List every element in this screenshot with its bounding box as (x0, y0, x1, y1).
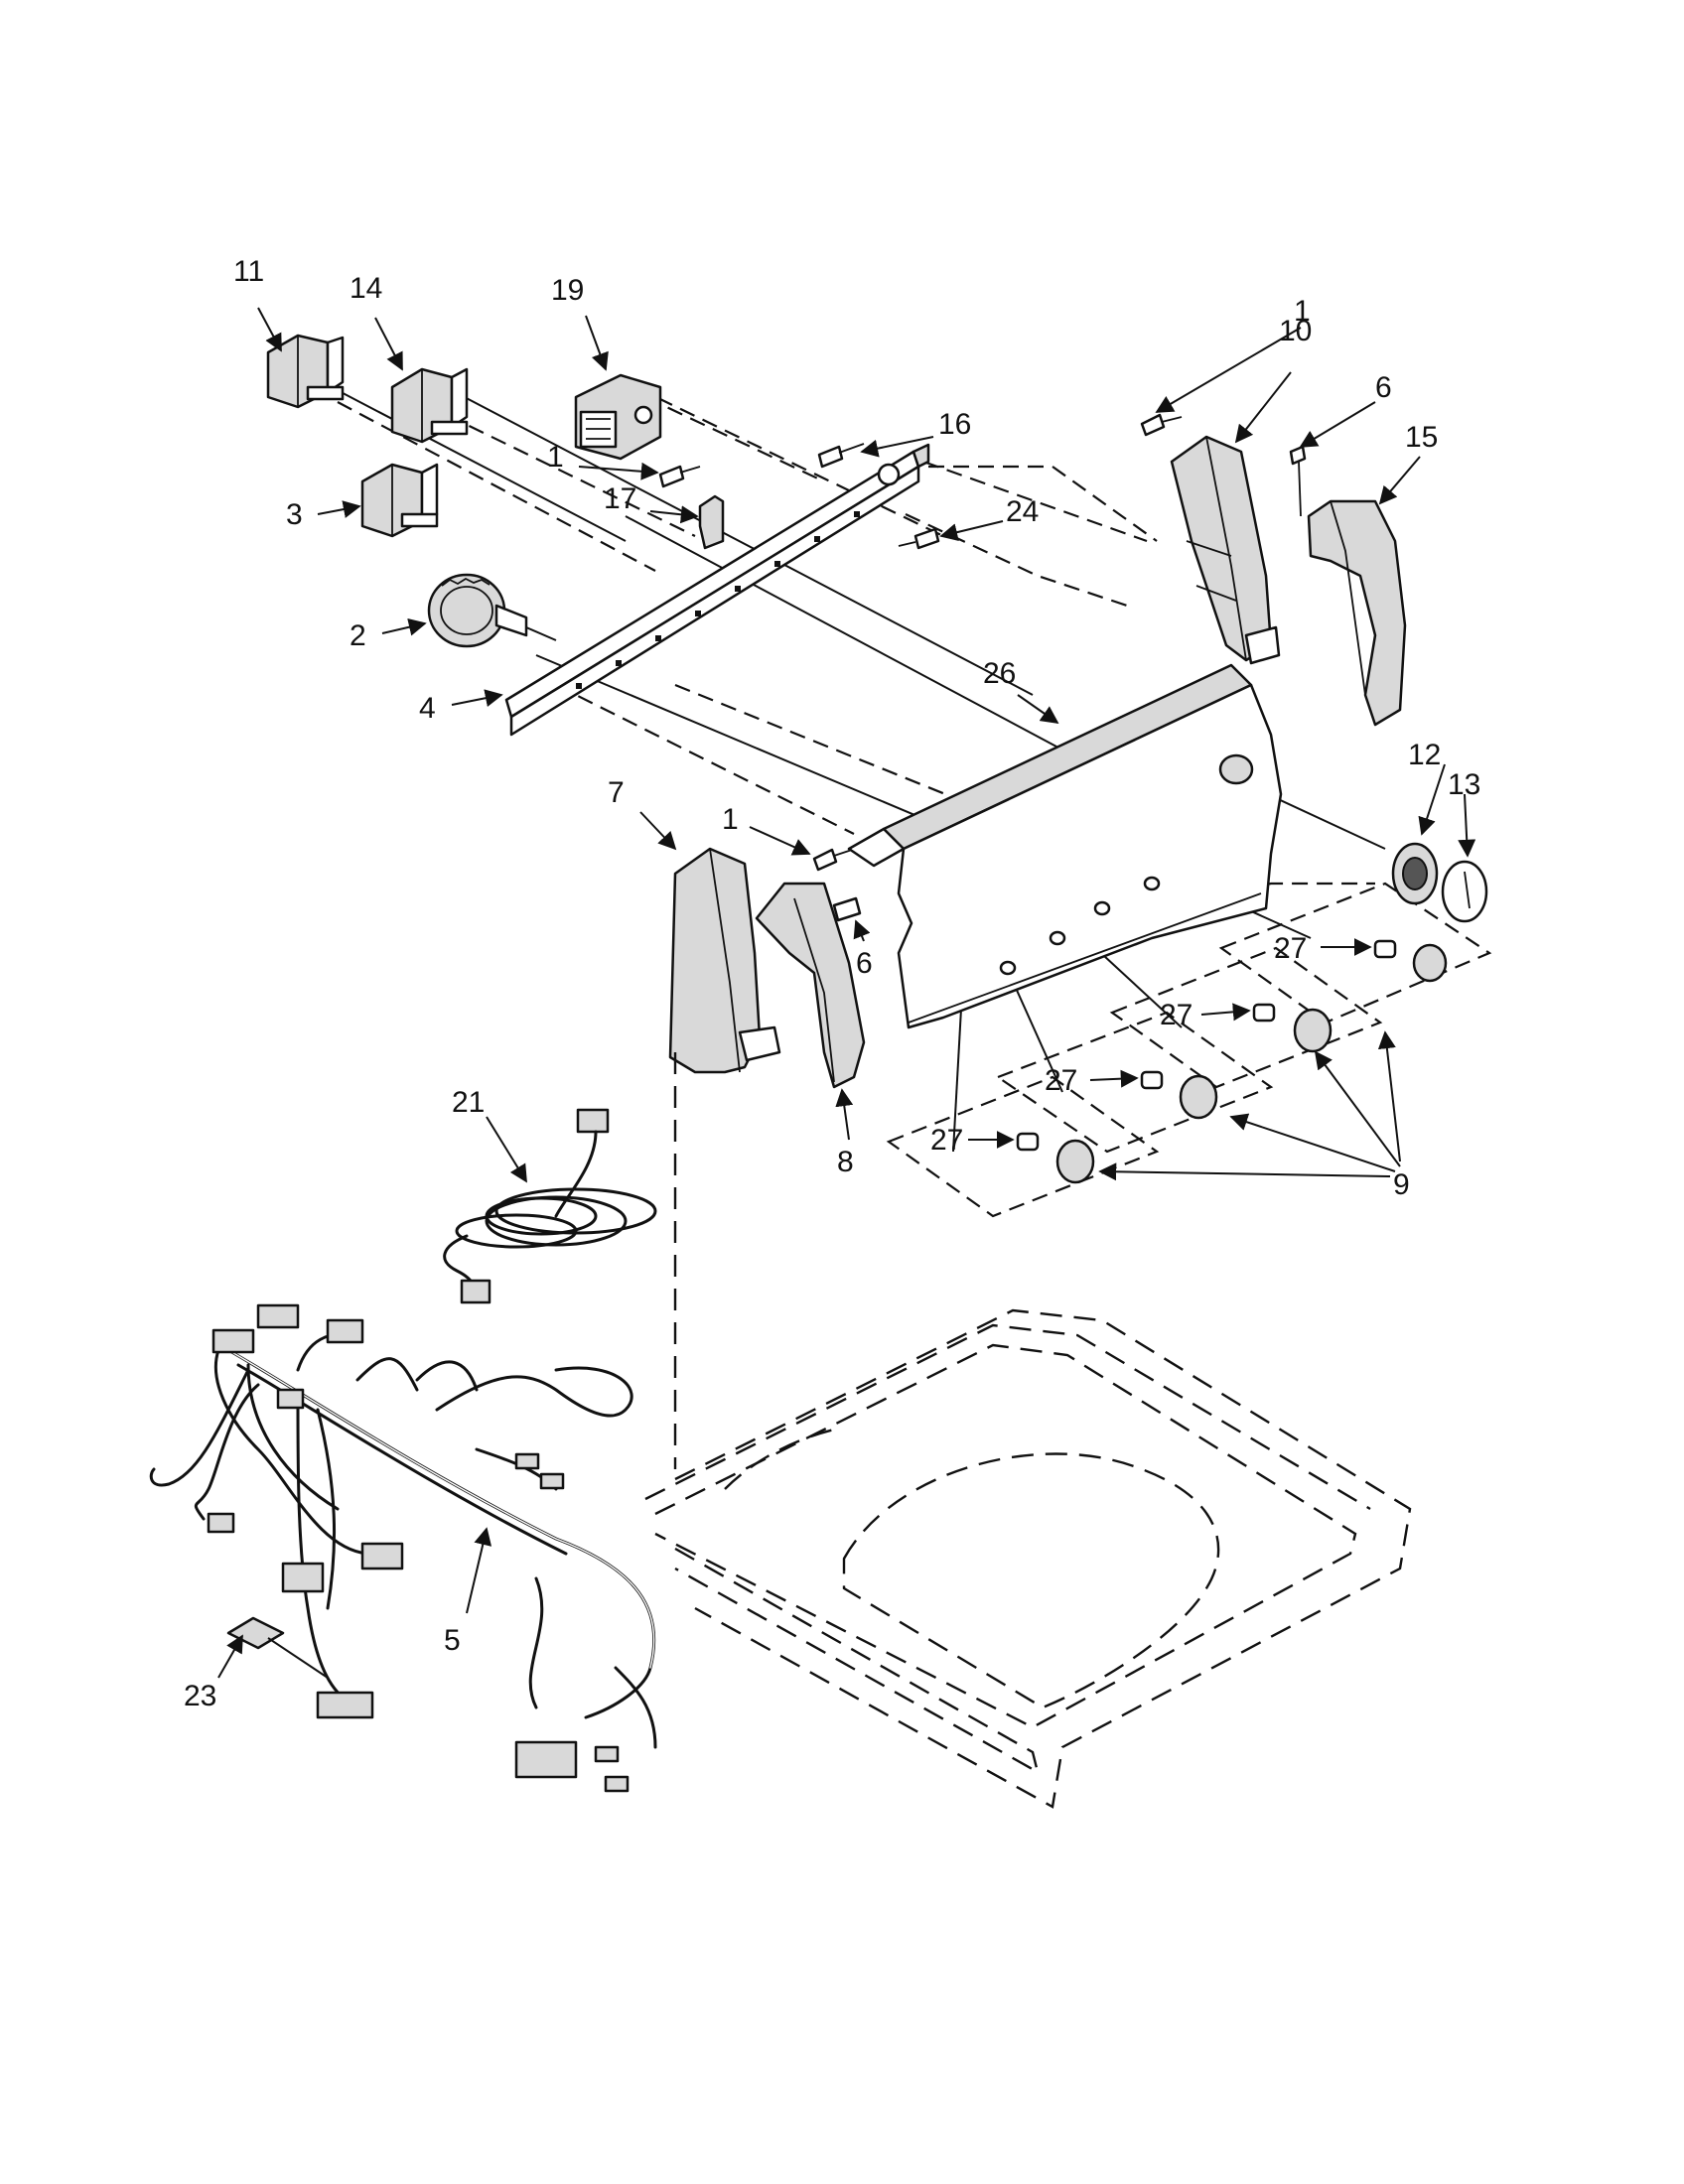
callout-10: 10 (1279, 315, 1312, 347)
part-7-endcap (668, 847, 781, 1074)
callout-1: 1 (722, 803, 739, 836)
callout-12: 12 (1408, 739, 1441, 771)
callout-19: 19 (551, 274, 584, 307)
part-1-screw-right (1140, 413, 1183, 437)
part-27-9-knobs (1016, 939, 1448, 1184)
leader-arrows (217, 307, 1476, 1679)
callout-9: 9 (1393, 1168, 1410, 1201)
part-4-bracket (504, 443, 930, 737)
part-24-screw (898, 527, 940, 550)
callout-1: 1 (1294, 295, 1311, 328)
callout-27: 27 (1274, 932, 1307, 965)
part-1-screw-left (812, 848, 853, 872)
callout-17: 17 (604, 482, 636, 515)
callout-7: 7 (608, 776, 625, 809)
callout-27: 27 (930, 1124, 963, 1157)
part-6-screw-left (832, 896, 862, 922)
part-2-rotary (427, 573, 557, 648)
cabinet-top-phantom (644, 1052, 1412, 1809)
callout-3: 3 (286, 498, 303, 531)
callout-5: 5 (444, 1624, 461, 1657)
callout-26: 26 (983, 657, 1016, 690)
part-12-bezel (1391, 842, 1439, 905)
part-15-cover (1307, 499, 1407, 727)
callout-15: 15 (1405, 421, 1438, 454)
callout-21: 21 (452, 1086, 485, 1119)
callout-11: 11 (233, 255, 264, 288)
callout-16: 16 (938, 408, 971, 441)
callout-27: 27 (1160, 999, 1193, 1031)
callout-24: 24 (1006, 495, 1039, 528)
callout-8: 8 (837, 1146, 854, 1178)
part-8-cover (755, 882, 866, 1089)
callout-1: 1 (547, 441, 564, 474)
assembly-lines (327, 371, 1492, 1218)
part-14-switch (390, 367, 469, 444)
callout-23: 23 (184, 1680, 216, 1712)
callout-6: 6 (856, 947, 873, 980)
part-17-clip (698, 494, 725, 550)
part-16-screw (817, 443, 865, 469)
part-1-screw-top (658, 465, 701, 488)
part-5-harness (149, 1303, 657, 1793)
part-21-cord (443, 1108, 657, 1304)
part-3-switch (360, 463, 439, 538)
part-11-switch (266, 334, 345, 409)
part-6-screw-right (1289, 445, 1307, 517)
part-26-console (847, 663, 1283, 1029)
part-19-module (574, 373, 662, 461)
callout-14: 14 (350, 272, 382, 305)
part-13-knob (1441, 860, 1488, 923)
callout-4: 4 (419, 692, 436, 725)
callout-labels: 11 14 19 1 10 6 15 16 1 17 24 3 2 4 26 7… (184, 255, 1480, 1712)
callout-6: 6 (1375, 371, 1392, 404)
part-10-endcap (1170, 435, 1281, 665)
part-23-board (226, 1616, 329, 1679)
callout-2: 2 (350, 619, 366, 652)
callout-13: 13 (1448, 768, 1480, 801)
callout-27: 27 (1045, 1064, 1077, 1097)
